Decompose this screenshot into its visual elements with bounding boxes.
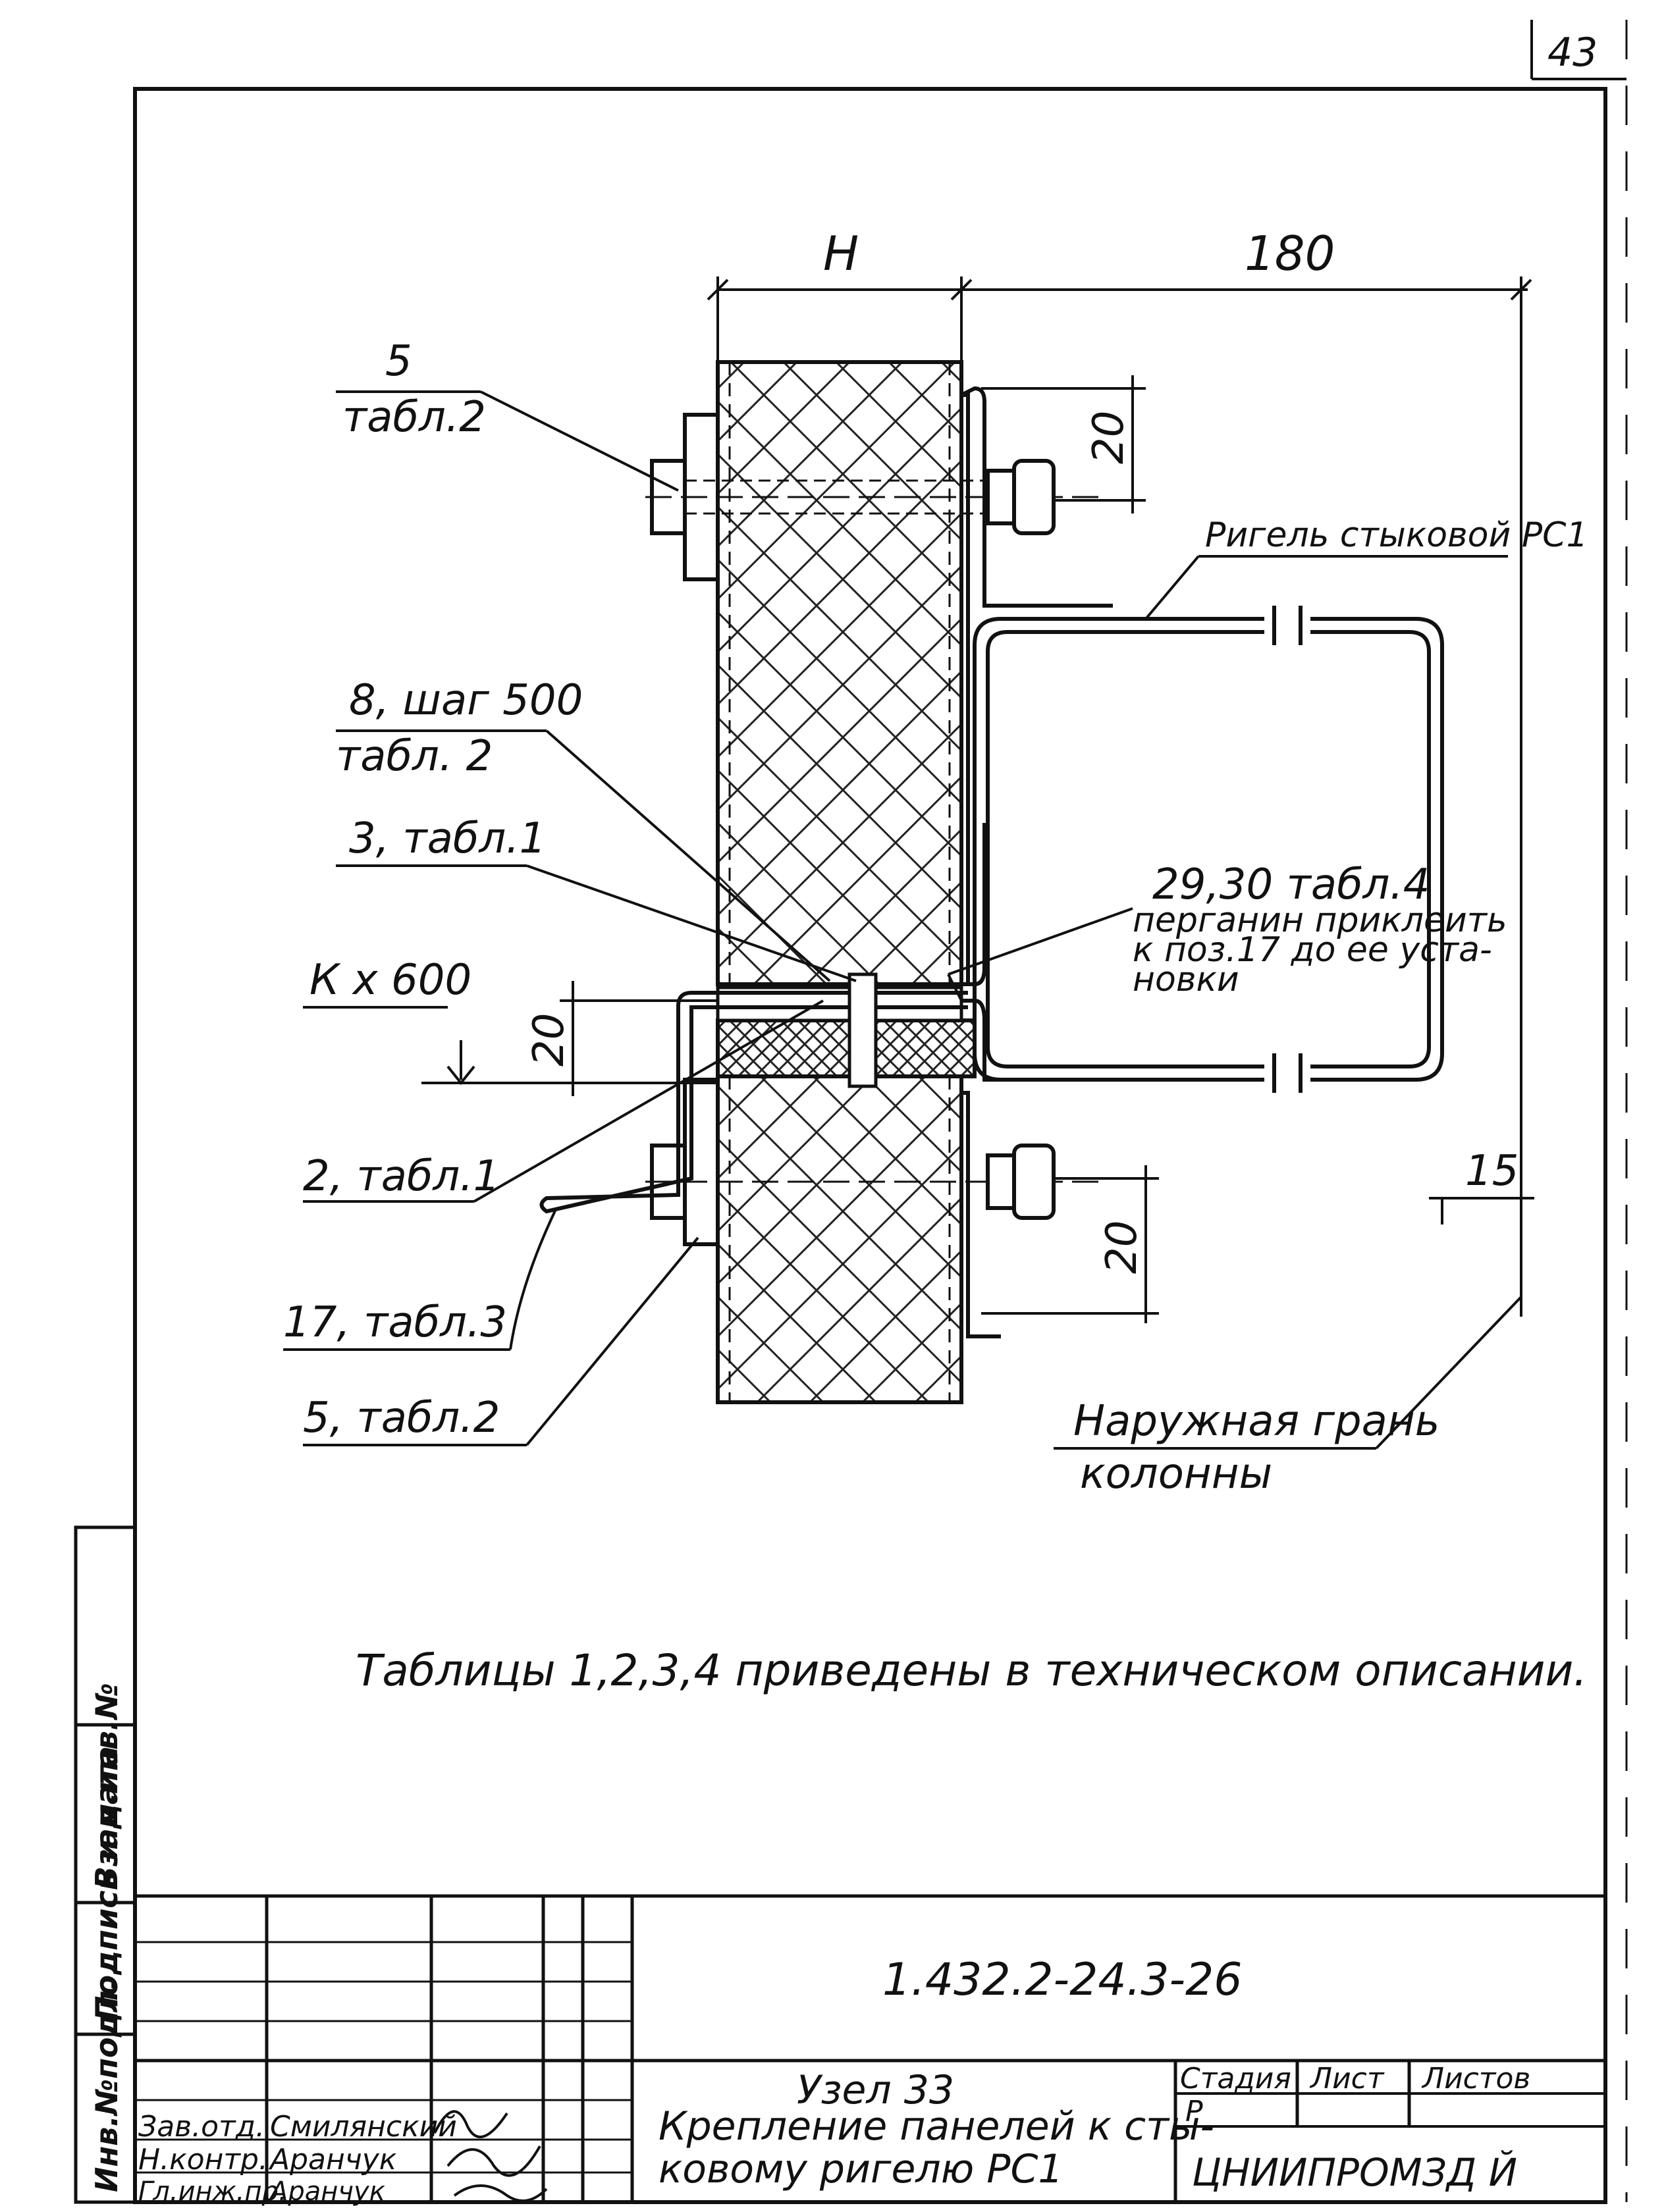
callout-29-4: новки [1133, 960, 1239, 999]
callout-29-1: 29,30 табл.4 [1152, 860, 1430, 909]
side-stamp [74, 1525, 137, 2204]
sheet-frame [133, 20, 1628, 2204]
side-stamp-inv: Инв.№подл. [89, 1979, 124, 2192]
callout-8-tab: табл. 2 [336, 732, 493, 781]
callout-outer-2: колонны [1080, 1450, 1272, 1498]
dim-180: 180 [1245, 226, 1335, 281]
staff-role-1: Зав.отд. [138, 2110, 265, 2144]
node-desc-1: Крепление панелей к сты- [658, 2103, 1214, 2149]
dim-20-mid: 20 [525, 1013, 574, 1066]
callout-5-bottom: 5, табл.2 [303, 1394, 500, 1442]
stage-value: Р [1185, 2095, 1203, 2128]
callout-29-3: к поз.17 до ее уста- [1133, 930, 1492, 970]
title-block [135, 1894, 1605, 2202]
staff-role-2: Н.контр. [138, 2143, 268, 2176]
upper-panel [716, 360, 963, 986]
fastening-angle [960, 386, 1113, 1338]
callout-3: 3, табл.1 [349, 814, 546, 863]
side-stamp-replace: Взам.инв.№ [89, 1683, 124, 1889]
document-code: 1.432.2-24.3-26 [882, 1954, 1243, 2006]
dim-20-top: 20 [1085, 411, 1133, 464]
dim-h: Н [823, 226, 859, 281]
callout-kx600: К х 600 [309, 956, 471, 1005]
flashing-17 [539, 991, 968, 1214]
callout-29-2: перганин приклеить [1133, 901, 1507, 940]
leader-lines [283, 390, 1522, 1450]
staff-name-3: Аранчук [268, 2176, 385, 2207]
joint-seal [716, 986, 977, 1078]
side-stamp-sign: Подпись и дата [89, 1746, 124, 2021]
dim-20-bot: 20 [1098, 1221, 1146, 1274]
callout-5-top-tab: табл.2 [342, 393, 486, 442]
callout-rigel: Ригель стыковой РС1 [1205, 515, 1588, 555]
joint-screw [847, 972, 878, 1088]
page-number: 43 [1547, 30, 1598, 76]
staff-role-3: Гл.инж.пр. [138, 2176, 287, 2207]
node-title: Узел 33 [797, 2067, 954, 2113]
sheets-header: Листов [1421, 2062, 1530, 2095]
callout-2: 2, табл.1 [303, 1152, 500, 1201]
dim-15: 15 [1465, 1147, 1518, 1196]
callout-8: 8, шаг 500 [349, 676, 583, 725]
lower-panel [716, 1074, 963, 1404]
bolt-top [645, 413, 1106, 581]
organization: ЦНИИПРОМЗД Й [1192, 2149, 1517, 2195]
sheet-header: Лист [1309, 2062, 1385, 2095]
node-desc-2: ковому ригелю РС1 [658, 2146, 1063, 2192]
dimension-lines [421, 276, 1534, 1323]
stage-header: Стадия [1180, 2062, 1291, 2095]
callout-5-top-num: 5 [385, 337, 412, 386]
tables-note: Таблицы 1,2,3,4 приведены в техническом … [356, 1645, 1587, 1696]
rigel-channel [973, 606, 1444, 1093]
staff-name-2: Аранчук [268, 2143, 397, 2176]
staff-name-1: Смилянский [270, 2110, 457, 2144]
callout-outer-1: Наружная грань [1073, 1397, 1439, 1446]
signature-mark [433, 2110, 548, 2202]
callout-17: 17, табл.3 [283, 1298, 507, 1347]
